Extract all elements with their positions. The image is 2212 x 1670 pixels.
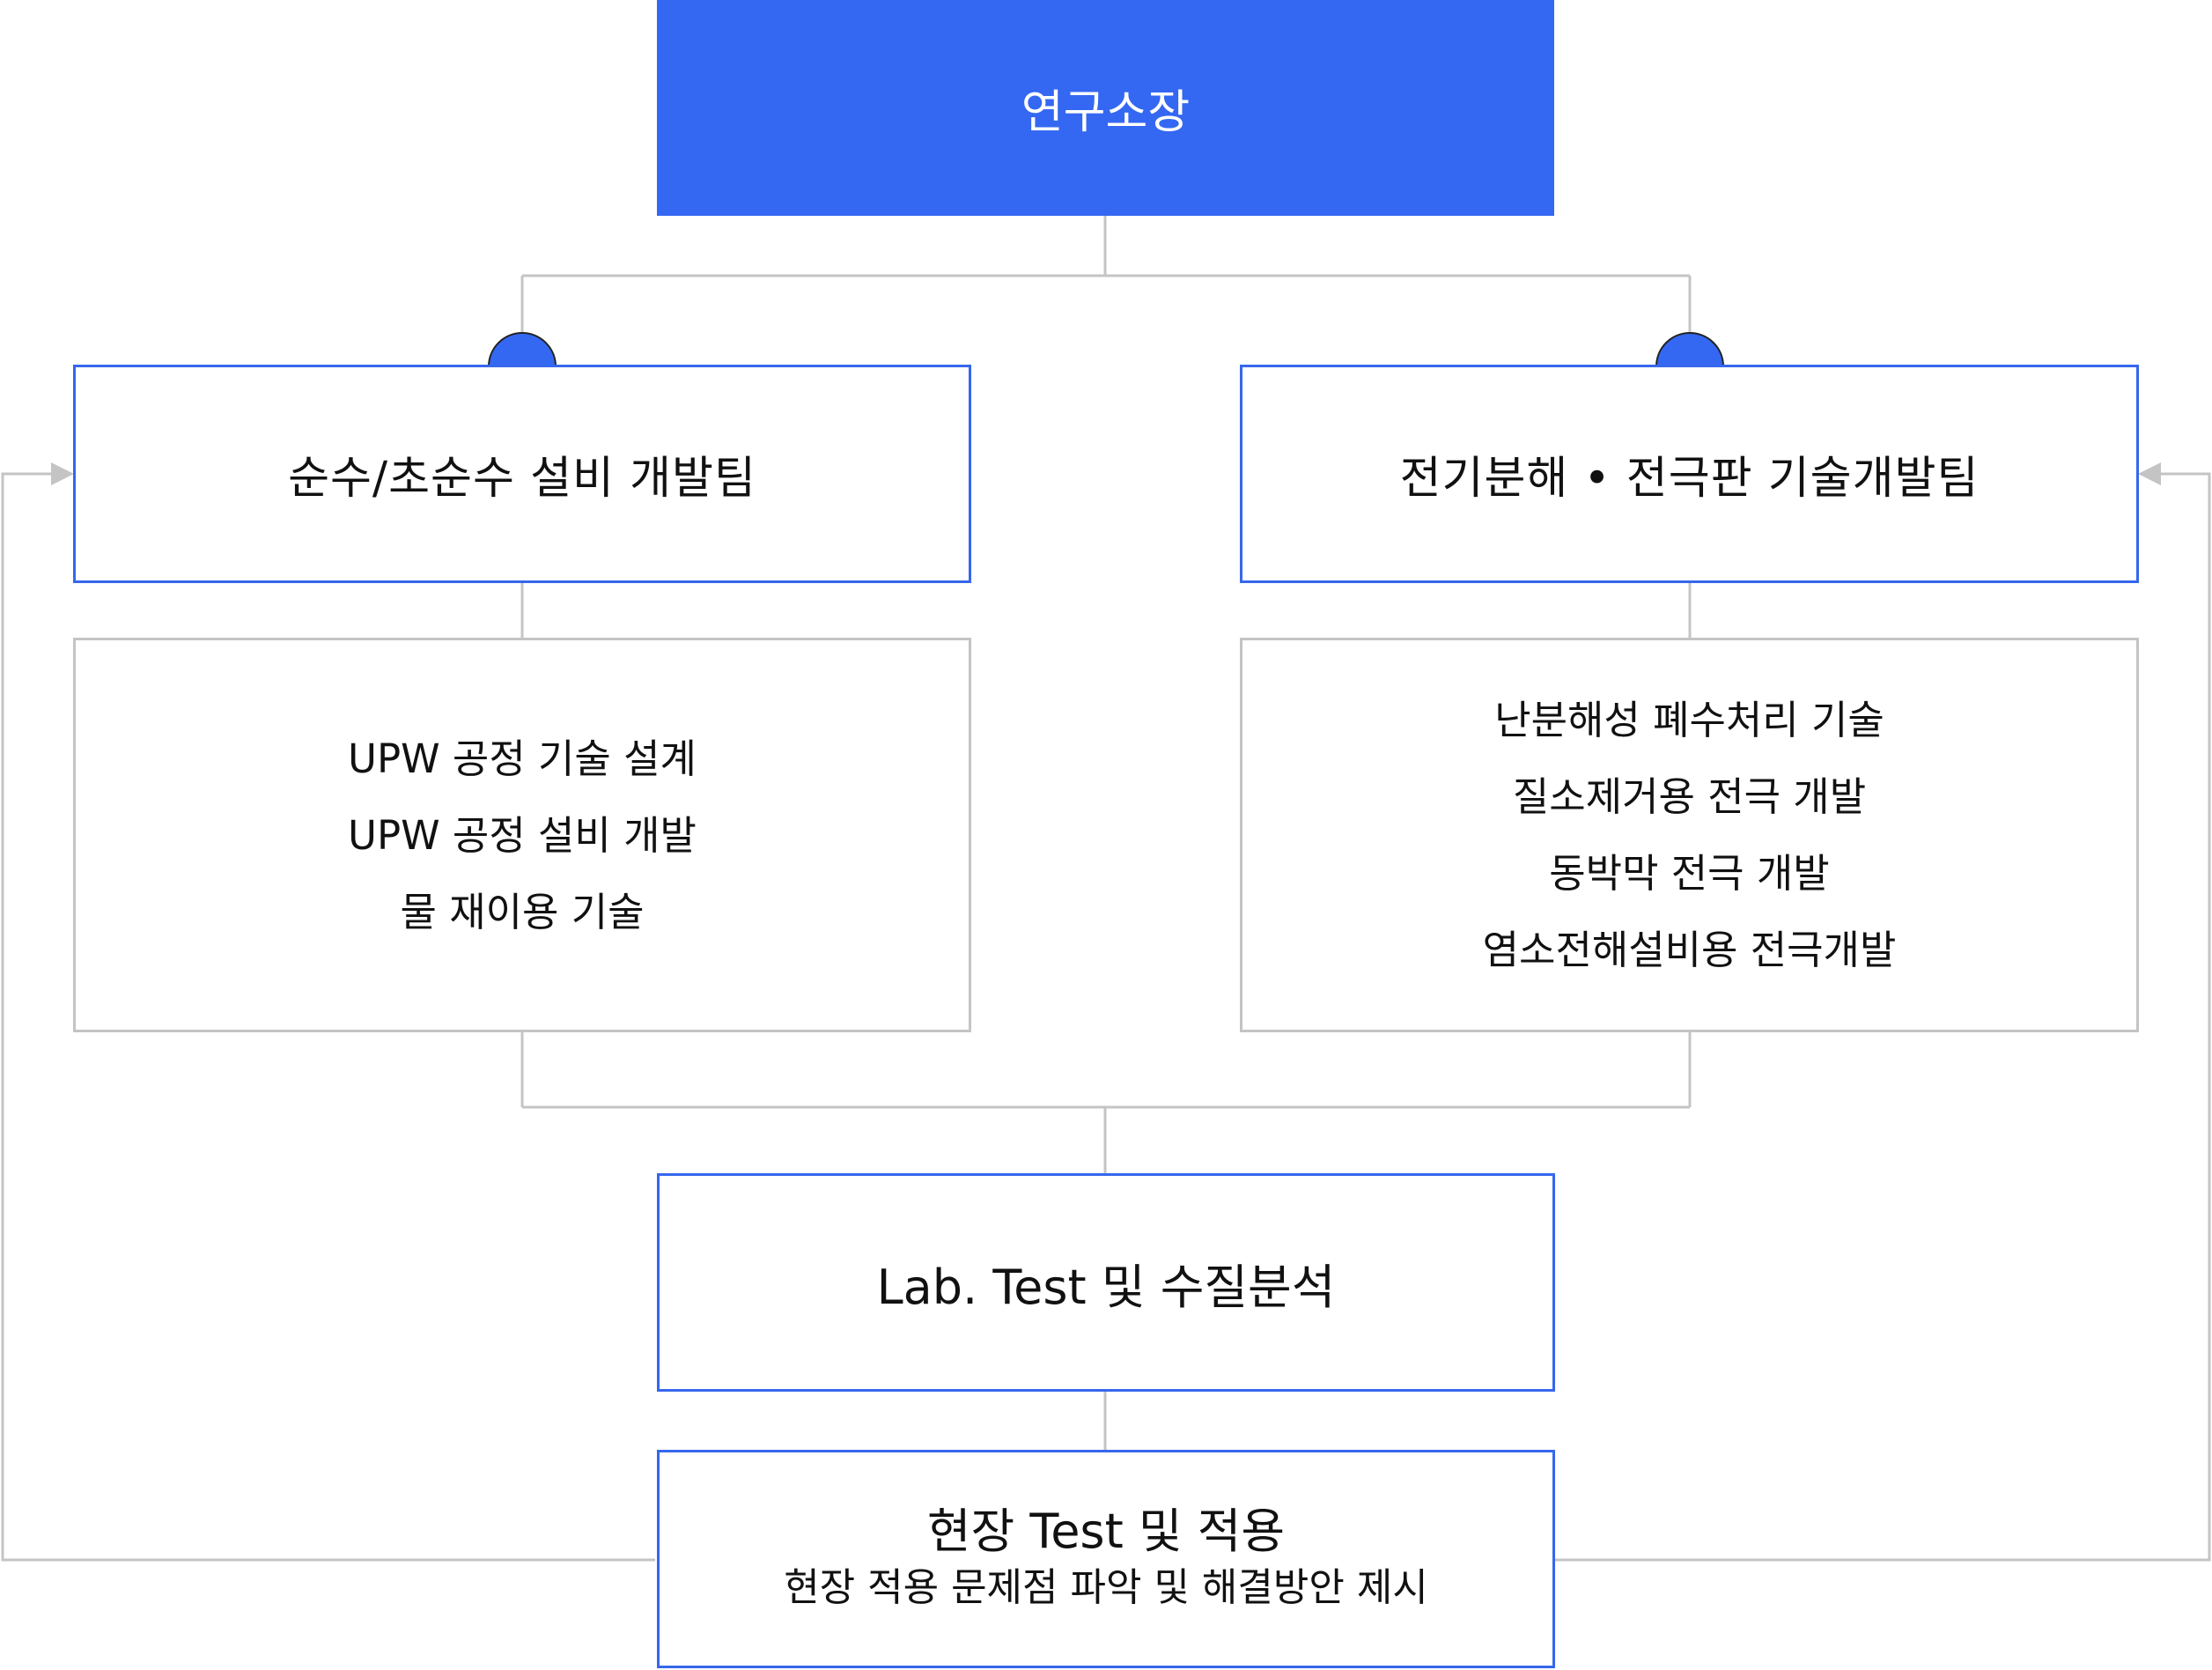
list-item: UPW 공정 기술 설계 <box>348 735 697 782</box>
arrow-left-icon <box>51 462 74 485</box>
director-box: 연구소장 <box>657 0 1554 216</box>
lab-test-box: Lab. Test 및 수질분석 <box>657 1173 1555 1392</box>
team-box-water: 순수/초순수 설비 개발팀 <box>73 365 971 583</box>
arrow-right-icon <box>2138 462 2161 485</box>
team-box-electrode: 전기분해 • 전극판 기술개발팀 <box>1240 365 2139 583</box>
team-label: 전기분해 • 전극판 기술개발팀 <box>1399 453 1980 505</box>
list-item: 염소전해설비용 전극개발 <box>1482 927 1897 973</box>
team-label: 순수/초순수 설비 개발팀 <box>288 453 756 505</box>
task-list-water: UPW 공정 기술 설계 UPW 공정 설비 개발 물 재이용 기술 <box>73 638 971 1032</box>
connector-dot-left <box>487 332 557 367</box>
connector-dot-right <box>1655 332 1725 367</box>
list-item: 난분해성 폐수처리 기술 <box>1494 697 1884 743</box>
list-item: 질소제거용 전극 개발 <box>1512 773 1867 820</box>
field-test-box: 현장 Test 및 적용 현장 적용 문제점 파악 및 해결방안 제시 <box>657 1450 1555 1668</box>
list-item: UPW 공정 설비 개발 <box>348 811 697 859</box>
lab-test-label: Lab. Test 및 수질분석 <box>876 1259 1336 1315</box>
field-test-subtitle: 현장 적용 문제점 파악 및 해결방안 제시 <box>784 1565 1428 1610</box>
task-list-electrode: 난분해성 폐수처리 기술 질소제거용 전극 개발 동박막 전극 개발 염소전해설… <box>1240 638 2139 1032</box>
list-item: 동박막 전극 개발 <box>1549 850 1830 897</box>
field-test-title: 현장 Test 및 적용 <box>926 1504 1286 1559</box>
director-label: 연구소장 <box>1021 86 1191 139</box>
list-item: 물 재이용 기술 <box>400 888 645 935</box>
